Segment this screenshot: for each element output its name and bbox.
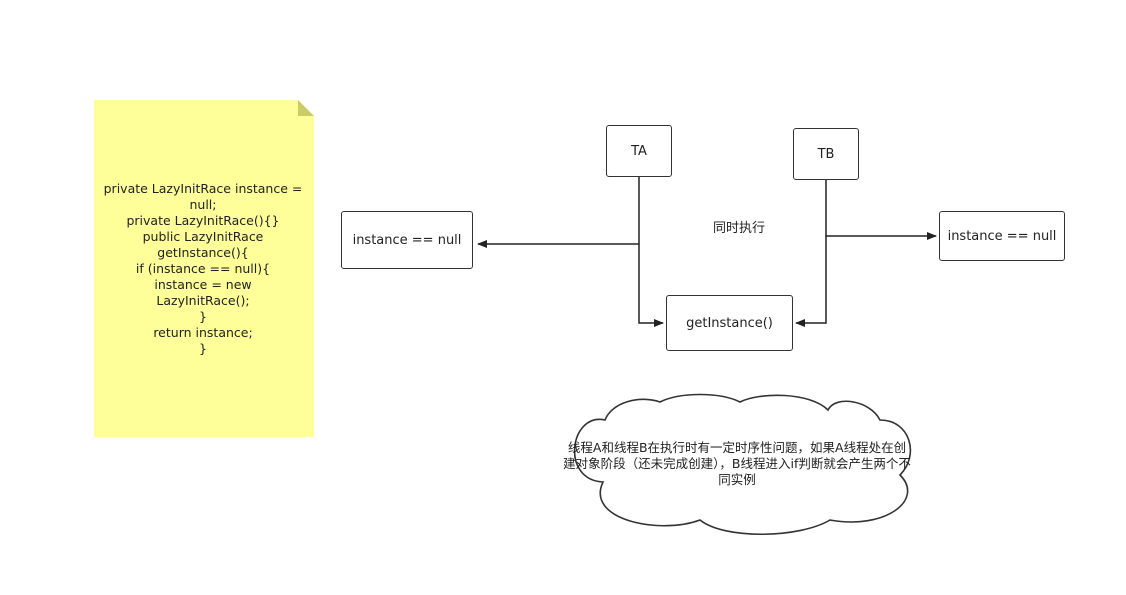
connector-ta-to-left-check: [477, 177, 640, 248]
thread-b-label: TB: [817, 146, 835, 162]
right-null-check-label: instance == null: [947, 228, 1057, 244]
connector-tb-to-right-check: [825, 180, 937, 240]
thread-a-box[interactable]: TA: [606, 125, 672, 177]
thread-b-box[interactable]: TB: [793, 128, 859, 180]
left-null-check-label: instance == null: [352, 232, 462, 248]
get-instance-label: getInstance(): [686, 315, 773, 331]
cloud-shape: [573, 393, 912, 536]
thread-a-label: TA: [631, 143, 647, 159]
connector-tb-to-getinstance: [795, 236, 827, 327]
cloud-text: 线程A和线程B在执行时有一定时序性问题，如果A线程处在创建对象阶段（还未完成创建…: [563, 440, 911, 487]
concurrent-label: 同时执行: [713, 221, 766, 236]
get-instance-box[interactable]: getInstance(): [666, 295, 793, 351]
left-null-check-box[interactable]: instance == null: [341, 211, 473, 269]
note-fold: [298, 100, 314, 116]
connector-ta-to-getinstance: [638, 244, 664, 327]
note-shape: [94, 100, 314, 437]
right-null-check-box[interactable]: instance == null: [939, 211, 1065, 261]
code-note: private LazyInitRace instance = null; pr…: [103, 181, 303, 356]
